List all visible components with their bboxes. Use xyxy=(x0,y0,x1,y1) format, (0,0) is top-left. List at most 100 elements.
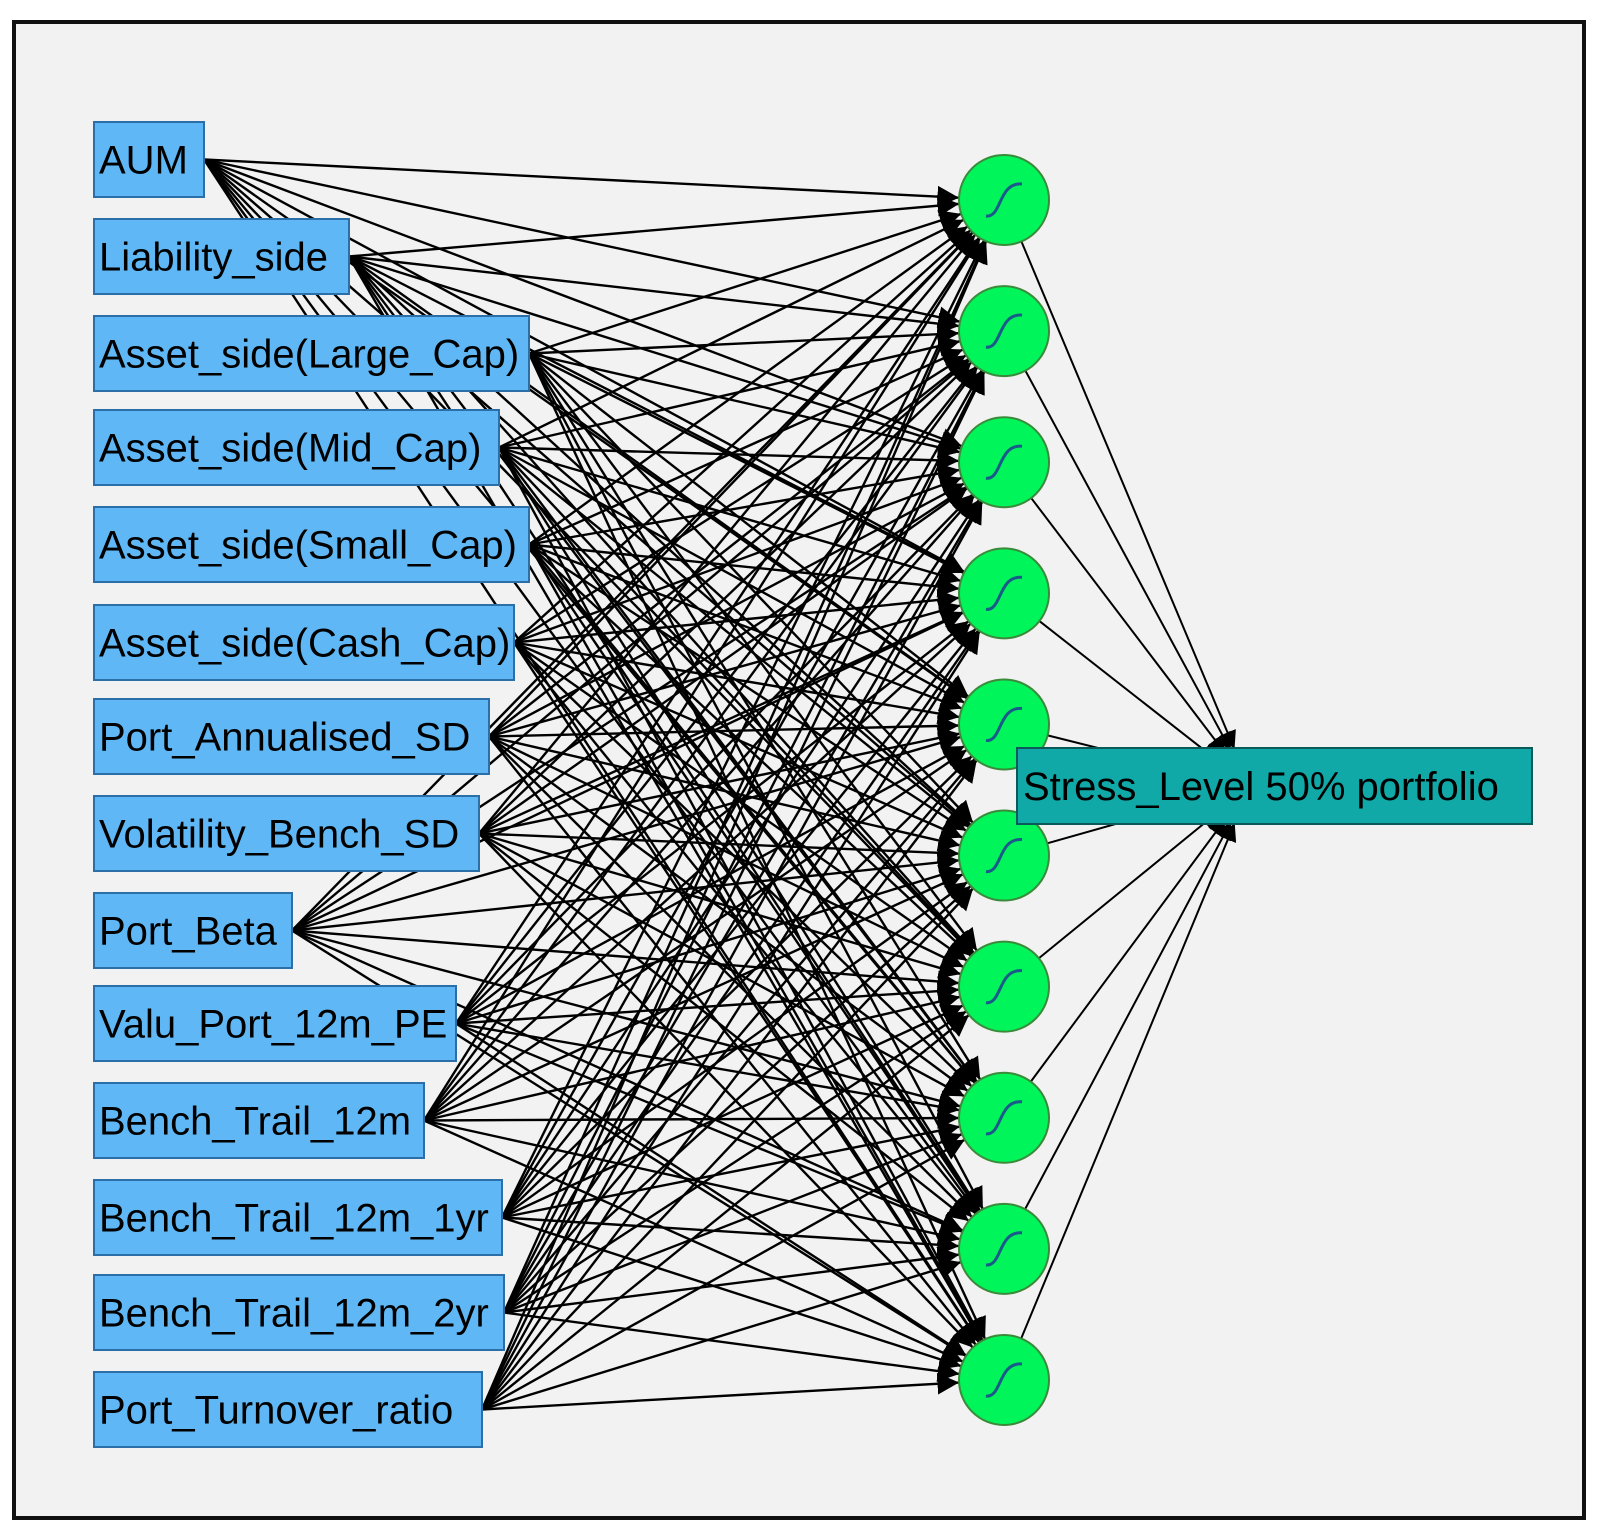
input-node-label: Bench_Trail_12m_1yr xyxy=(99,1197,489,1241)
edge-input-8-hidden-3 xyxy=(291,611,964,932)
edge-input-6-hidden-8 xyxy=(488,735,973,1219)
edge-input-6-hidden-1 xyxy=(488,358,970,738)
edge-input-8-hidden-8 xyxy=(291,929,964,1232)
edge-input-7-hidden-2 xyxy=(478,487,968,835)
input-node-box xyxy=(93,604,515,681)
edge-input-10-hidden-0 xyxy=(422,237,982,1122)
input-node-box xyxy=(93,698,490,775)
output-node: Stress_Level 50% portfolio xyxy=(1016,747,1533,825)
edge-input-4-hidden-2 xyxy=(528,462,960,546)
edge-input-12-hidden-4 xyxy=(503,757,976,1314)
edge-input-11-hidden-1 xyxy=(500,369,983,1219)
input-node-label: Asset_side(Mid_Cap) xyxy=(99,427,481,471)
edge-input-7-hidden-8 xyxy=(478,832,970,1222)
input-node: Bench_Trail_12m_2yr xyxy=(93,1274,505,1351)
edge-input-8-hidden-6 xyxy=(291,929,960,993)
sigmoid-icon xyxy=(985,1231,1023,1267)
output-node-label: Stress_Level 50% portfolio xyxy=(1023,765,1499,809)
edge-input-6-hidden-5 xyxy=(488,735,961,852)
edge-input-12-hidden-9 xyxy=(503,1311,960,1382)
edge-input-13-hidden-9 xyxy=(481,1372,960,1411)
hidden-node xyxy=(958,1202,1050,1295)
edge-input-9-hidden-1 xyxy=(455,365,978,1025)
sigmoid-icon xyxy=(985,706,1023,742)
edge-hidden-0-output xyxy=(1020,241,1236,750)
sigmoid-icon xyxy=(985,1100,1023,1136)
hidden-node-circle xyxy=(958,1202,1050,1295)
input-node: Asset_side(Large_Cap) xyxy=(93,315,530,392)
input-node-label: Port_Beta xyxy=(99,910,278,954)
edge-input-9-hidden-7 xyxy=(455,1022,960,1118)
edge-input-4-hidden-0 xyxy=(528,225,969,546)
edge-input-13-hidden-7 xyxy=(481,1138,966,1411)
edge-input-7-hidden-5 xyxy=(478,832,960,864)
input-node: Asset_side(Mid_Cap) xyxy=(93,409,500,486)
edge-input-13-hidden-1 xyxy=(480,371,986,1411)
edge-input-12-hidden-1 xyxy=(502,370,985,1314)
hidden-node xyxy=(958,809,1050,902)
edge-input-13-hidden-6 xyxy=(481,1014,970,1411)
hidden-layer xyxy=(958,154,1050,1426)
hidden-node xyxy=(958,940,1050,1033)
edge-input-3-hidden-8 xyxy=(497,446,982,1212)
input-node-label: Asset_side(Large_Cap) xyxy=(99,333,519,377)
edge-input-2-hidden-0 xyxy=(528,210,962,355)
edge-input-9-hidden-0 xyxy=(455,236,981,1025)
edge-hidden-1-output xyxy=(1024,370,1232,752)
hidden-node-circle xyxy=(958,678,1050,771)
edge-hidden-7-output xyxy=(1029,817,1227,1083)
sigmoid-icon xyxy=(985,575,1023,611)
edge-input-3-hidden-0 xyxy=(498,218,965,449)
input-node-box xyxy=(93,795,480,872)
edge-hidden-3-output xyxy=(1038,620,1220,763)
edge-input-5-hidden-4 xyxy=(513,641,960,725)
hidden-node-circle xyxy=(958,1334,1050,1426)
input-node: Port_Annualised_SD xyxy=(93,698,490,775)
sigmoid-icon xyxy=(985,313,1023,349)
input-node-label: Volatility_Bench_SD xyxy=(99,813,459,857)
edge-input-13-hidden-8 xyxy=(481,1258,962,1411)
edge-input-9-hidden-6 xyxy=(455,980,960,1025)
edge-input-13-hidden-0 xyxy=(480,240,988,1410)
edge-input-2-hidden-4 xyxy=(528,352,970,698)
hidden-node xyxy=(958,1334,1050,1426)
sigmoid-icon xyxy=(985,1362,1023,1398)
hidden-node-circle xyxy=(958,285,1050,378)
hidden-node-circle xyxy=(958,416,1050,509)
hidden-node xyxy=(958,1071,1050,1164)
hidden-node xyxy=(958,154,1050,246)
hidden-node xyxy=(958,416,1050,509)
hidden-node-circle xyxy=(958,547,1050,640)
edge-input-3-hidden-9 xyxy=(497,446,984,1342)
edge-input-3-hidden-3 xyxy=(498,446,962,586)
edge-input-5-hidden-0 xyxy=(513,229,972,644)
hidden-node-circle xyxy=(958,809,1050,902)
edge-input-12-hidden-6 xyxy=(503,1010,967,1314)
edge-input-7-hidden-6 xyxy=(478,832,962,979)
input-node-box xyxy=(93,409,500,486)
input-node-label: Port_Turnover_ratio xyxy=(99,1389,453,1433)
input-node-label: Bench_Trail_12m_2yr xyxy=(99,1292,489,1336)
edge-input-11-hidden-9 xyxy=(501,1216,962,1370)
edge-input-4-hidden-5 xyxy=(528,543,968,832)
input-node-label: Port_Annualised_SD xyxy=(99,716,470,760)
input-node-box xyxy=(93,218,350,295)
edge-input-6-hidden-3 xyxy=(488,600,961,738)
edge-hidden-8-output xyxy=(1024,820,1233,1210)
edge-input-9-hidden-9 xyxy=(455,1022,967,1357)
edge-input-12-hidden-5 xyxy=(503,885,972,1314)
edge-input-10-hidden-5 xyxy=(423,873,964,1122)
input-node: Volatility_Bench_SD xyxy=(93,795,480,872)
edge-input-7-hidden-3 xyxy=(478,610,964,835)
edge-hidden-2-output xyxy=(1030,497,1227,755)
edge-input-9-hidden-4 xyxy=(455,744,966,1025)
edge-input-10-hidden-2 xyxy=(423,495,976,1122)
input-node-box xyxy=(93,1274,505,1351)
input-node-label: AUM xyxy=(99,139,188,183)
edge-input-10-hidden-1 xyxy=(423,366,979,1122)
input-node-box xyxy=(93,892,293,969)
input-node-box xyxy=(93,506,530,583)
edge-input-8-hidden-7 xyxy=(291,929,961,1112)
edge-input-2-hidden-1 xyxy=(528,323,960,355)
edge-input-11-hidden-8 xyxy=(501,1216,960,1256)
